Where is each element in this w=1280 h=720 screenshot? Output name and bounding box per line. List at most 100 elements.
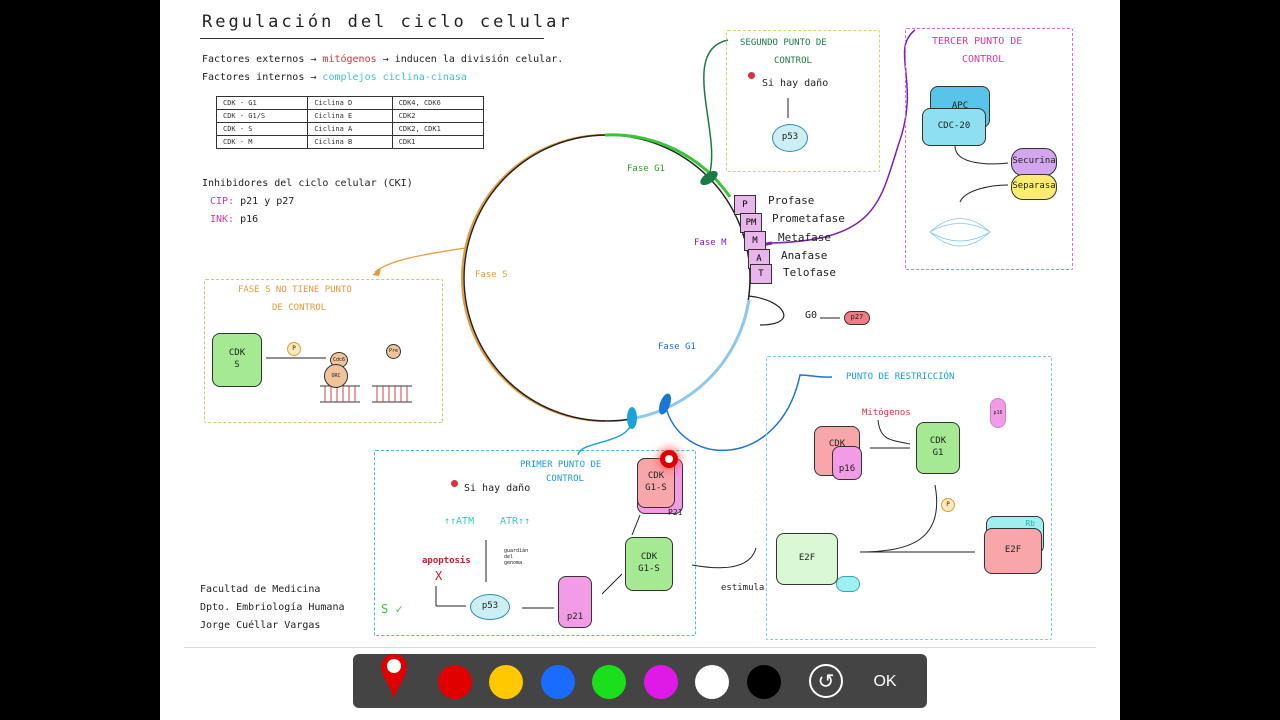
m-sub-m: M xyxy=(744,231,766,251)
m-name-telofase: Telofase xyxy=(783,266,836,279)
color-red-button[interactable] xyxy=(438,665,472,699)
primer-box xyxy=(374,450,696,636)
color-blue-button[interactable] xyxy=(541,665,575,699)
label-fase-m: Fase M xyxy=(694,238,727,248)
segundo-damage: Si hay daño xyxy=(762,78,829,89)
restriccion-box xyxy=(766,356,1052,640)
factores-externos-label: Factores externos → xyxy=(202,54,317,65)
p21-block: p21 xyxy=(558,576,592,628)
table-cell: CDK1 xyxy=(391,135,485,149)
label-fase-s: Fase S xyxy=(475,270,508,280)
connector-fase-s-arrow xyxy=(372,268,381,276)
complejos-text: complejos ciclina-cinasa xyxy=(322,72,467,83)
g0-p27-bubble: p27 xyxy=(844,311,870,325)
label-fase-g1-top: Fase G1 xyxy=(627,164,665,174)
m-name-prometafase: Prometafase xyxy=(772,212,845,225)
mitogenos-text: mitógenos xyxy=(322,54,377,65)
laser-pointer-tool[interactable] xyxy=(377,652,411,704)
restr-mitogenos: Mitógenos xyxy=(862,408,911,418)
rb-fragment xyxy=(836,576,860,592)
factores-externos: Factores externos → mitógenos → inducen … xyxy=(202,54,563,65)
ink-value: p16 xyxy=(240,214,259,225)
g2-arc xyxy=(604,133,732,198)
g0-loop xyxy=(748,295,785,326)
primer-title-1: PRIMER PUNTO DE xyxy=(520,460,602,470)
guardian-label: guardián del genoma xyxy=(504,548,529,566)
connector-primer xyxy=(577,419,633,456)
drawing-canvas[interactable]: Regulación del ciclo celular Factores ex… xyxy=(160,0,1120,720)
connector-fase-s xyxy=(374,247,466,273)
color-yellow-button[interactable] xyxy=(489,665,523,699)
laser-pointer-icon xyxy=(381,654,407,702)
tercer-arrow-1 xyxy=(954,145,1009,165)
label-g0: G0 xyxy=(805,310,818,321)
apoptosis-label: apoptosis xyxy=(422,556,471,566)
primer-title-2: CONTROL xyxy=(546,474,584,484)
s-phase-arc xyxy=(461,134,606,422)
restr-arrow-mitogenos xyxy=(877,419,911,445)
m-name-profase: Profase xyxy=(768,194,815,207)
tercer-box xyxy=(905,28,1073,270)
color-black-button[interactable] xyxy=(747,665,781,699)
e2f-rb-block: E2F xyxy=(984,528,1042,574)
laser-pointer-center xyxy=(665,455,673,463)
tercer-title-2: CONTROL xyxy=(962,54,1005,65)
cdk-g1b-label-1: CDK xyxy=(929,436,947,447)
primer-arrow-up-2 xyxy=(631,514,641,536)
color-green-button[interactable] xyxy=(592,665,626,699)
primer-arrow-diag xyxy=(601,573,623,595)
restr-arrow-estimula xyxy=(691,547,757,569)
p16-block: p16 xyxy=(832,446,862,480)
cdk-s-block: CDK S xyxy=(212,333,262,387)
g1-arc xyxy=(629,299,751,421)
ink-line: INK: p16 xyxy=(210,214,258,225)
restr-phospho-mark: P xyxy=(941,498,955,512)
m-sub-pm: PM xyxy=(740,213,762,233)
segundo-title-1: SEGUNDO PUNTO DE xyxy=(740,38,827,48)
orc-blob: ORC xyxy=(324,364,348,388)
fase-s-title-2: DE CONTROL xyxy=(272,303,327,313)
p21-top-label: P21 xyxy=(668,508,683,517)
table-cell: CDK - M xyxy=(215,135,309,149)
cdk-g1s-label-2: G1-S xyxy=(638,564,660,574)
m-sub-t: T xyxy=(750,264,772,284)
restr-arrow-down xyxy=(859,484,938,553)
p16-small: p16 xyxy=(990,398,1006,428)
color-white-button[interactable] xyxy=(695,665,729,699)
undo-button[interactable]: ↺ xyxy=(809,664,843,698)
ok-button[interactable]: OK xyxy=(873,673,897,690)
g1s-marker-1 xyxy=(627,407,637,429)
fase-s-box xyxy=(204,279,443,423)
restriccion-title: PUNTO DE RESTRICCIÓN xyxy=(846,372,955,382)
atm-label: ↑↑ATM xyxy=(444,516,475,527)
primer-p53-bubble: p53 xyxy=(470,594,510,620)
g2-checkpoint-marker xyxy=(700,170,718,186)
segundo-box xyxy=(726,30,880,172)
cdk-top-label-2: G1-S xyxy=(645,483,667,493)
laser-pointer xyxy=(660,450,678,468)
estimula-label: estimula xyxy=(721,583,765,593)
canvas-divider xyxy=(184,647,1096,648)
cdk-s-label-1: CDK xyxy=(228,348,246,359)
pin-icon xyxy=(748,72,755,79)
ink-label: INK: xyxy=(210,214,235,225)
credit-department: Dpto. Embriología Humana xyxy=(200,602,345,613)
cdk-g1-active-block: CDK G1 xyxy=(916,422,960,474)
cdk-top-label-1: CDK xyxy=(647,471,665,482)
credit-author: Jorge Cuéllar Vargas xyxy=(200,620,321,631)
undo-icon: ↺ xyxy=(817,669,835,693)
factores-externos-tail: → inducen la división celular. xyxy=(382,54,564,65)
cdc20-block: CDC-20 xyxy=(922,108,986,146)
primer-damage: Si hay daño xyxy=(464,483,531,494)
connector-segundo xyxy=(703,39,729,173)
cdk-g1-label-1: CDK xyxy=(828,439,846,450)
color-purple-button[interactable] xyxy=(644,665,678,699)
m-sub-p: P xyxy=(734,195,756,215)
dna-ladder-1 xyxy=(320,385,360,403)
pre-blob: Pre xyxy=(386,344,401,359)
fase-s-title-1: FASE S NO TIENE PUNTO xyxy=(238,285,352,295)
segundo-title-2: CONTROL xyxy=(774,56,812,66)
phospho-mark: P xyxy=(287,342,301,356)
s-check-label: S ✓ xyxy=(381,602,403,616)
